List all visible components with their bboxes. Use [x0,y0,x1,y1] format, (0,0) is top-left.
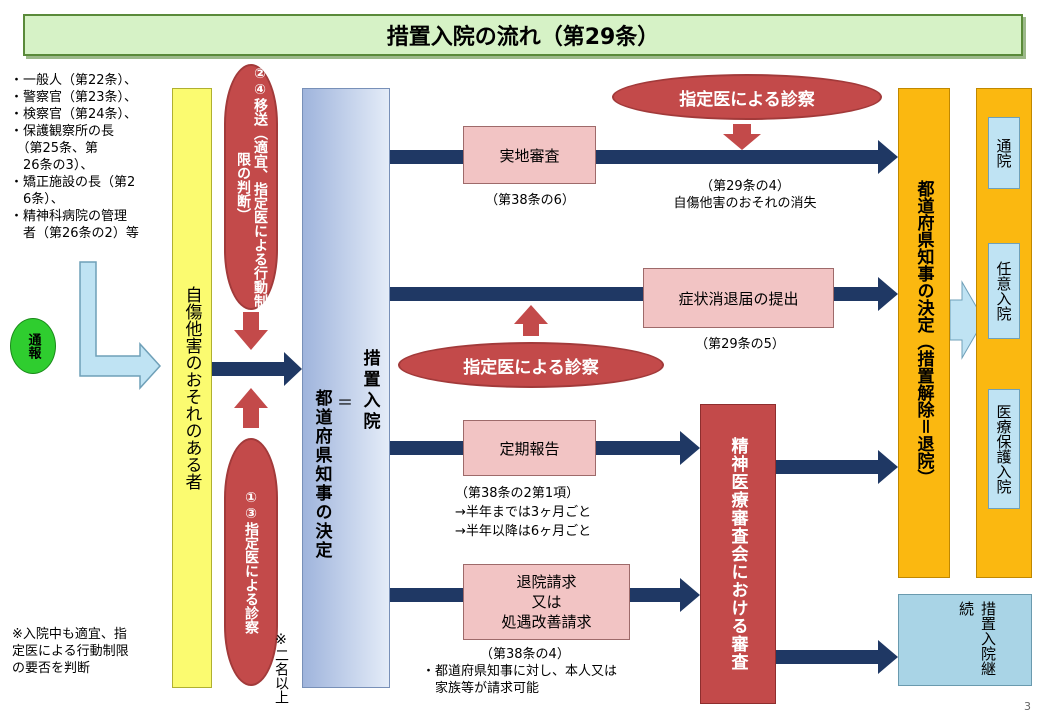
person-to-governor-arrow [212,352,302,386]
site-inspection-box: 実地審査 [463,126,596,184]
option-voluntary-admission: 任意入院 [988,243,1020,339]
transfer-oval: ②④移送（適宜、指定医による行動制限の判断） [224,64,278,310]
notifier-item: （第25条、第 [10,141,99,156]
discharge-request-notes: （第38条の4） ・都道府県知事に対し、本人又は 家族等が請求可能 [422,647,618,696]
two-doctors-note: ※二名以上 [273,632,289,704]
notifier-item: ・精神科病院の管理 [10,209,128,224]
notifier-item: ・警察官（第23条）、 [10,90,138,105]
notifier-item: ・矯正施設の長（第2 [10,175,136,190]
report-circle: 通報 [10,318,56,374]
discharge-request-box: 退院請求 又は 処遇改善請求 [463,564,630,640]
exam-mid-up-arrow [514,305,548,336]
symptom-to-release-arrow [834,277,898,311]
to-periodic-arrow [390,441,463,455]
option-outpatient: 通院 [988,117,1020,189]
notifier-item: ・保護観察所の長 [10,124,115,139]
post-release-options-panel: 通院 任意入院 医療保護入院 [976,88,1032,578]
notifier-item: 6条）、 [10,192,64,207]
equals-sign: ＝ [337,393,354,412]
option-medical-protection-admission: 医療保護入院 [988,389,1020,509]
periodic-to-board-arrow [596,431,700,465]
periodic-report-box: 定期報告 [463,420,596,476]
site-inspection-article: （第38条の6） [485,193,575,208]
review-board-box: 精神医療審査会における審査 [700,404,776,704]
designated-doctor-exam-oval-mid: 指定医による診察 [398,342,664,388]
symptom-report-box: 症状消退届の提出 [643,268,834,328]
continued-admission-label: 措置入院継続 [957,601,997,676]
notifier-item: 者（第26条の2）等 [10,226,139,241]
designated-doctor-exam-oval-left: ①③指定医による診察 [224,438,278,686]
release-to-options-arrow [949,280,985,360]
notifiers-list: ・一般人（第22条）、 ・警察官（第23条）、 ・検察官（第24条）、 ・保護観… [10,72,170,242]
symptom-report-article: （第29条の5） [695,337,785,352]
governor-decision-box: 都道府県知事の決定 ＝ 措置入院 [302,88,390,688]
governor-decision-label: 都道府県知事の決定 [311,388,332,560]
notifier-item: ・一般人（第22条）、 [10,73,138,88]
periodic-report-notes: （第38条の2第1項） →半年までは3ヶ月ごと →半年以降は6ヶ月ごと [455,486,592,539]
release-decision-box: 都道府県知事の決定（措置解除＝退院） [898,88,950,578]
danger-gone-text: （第29条の4） 自傷他害のおそれの消失 [673,179,817,211]
page-title: 措置入院の流れ（第29条） [23,14,1023,56]
to-site-inspection-arrow [390,150,463,164]
person-at-risk-box: 自傷他害のおそれのある者 [172,88,212,688]
notifier-item: 26条の3）、 [10,158,94,173]
notifier-item: ・検察官（第24条）、 [10,107,138,122]
board-to-release-arrow [776,450,898,484]
board-to-continued-arrow [776,640,898,674]
discharge-to-board-arrow [630,578,700,612]
page-number: 3 [1024,700,1031,713]
site-to-release-arrow [596,140,898,174]
exam-up-arrow [234,388,268,428]
exam-top-down-arrow [723,124,761,150]
transfer-down-arrow [234,312,268,350]
inpatient-note: ※入院中も適宜、指 定医による行動制限 の要否を判断 [12,627,129,676]
to-discharge-arrow [390,588,463,602]
continued-admission-box: 措置入院継続 [898,594,1032,686]
involuntary-admission-label: 措置入院 [359,349,380,433]
designated-doctor-exam-oval-top: 指定医による診察 [612,74,882,120]
notify-arrow [79,261,162,390]
to-symptom-arrow [390,287,643,301]
